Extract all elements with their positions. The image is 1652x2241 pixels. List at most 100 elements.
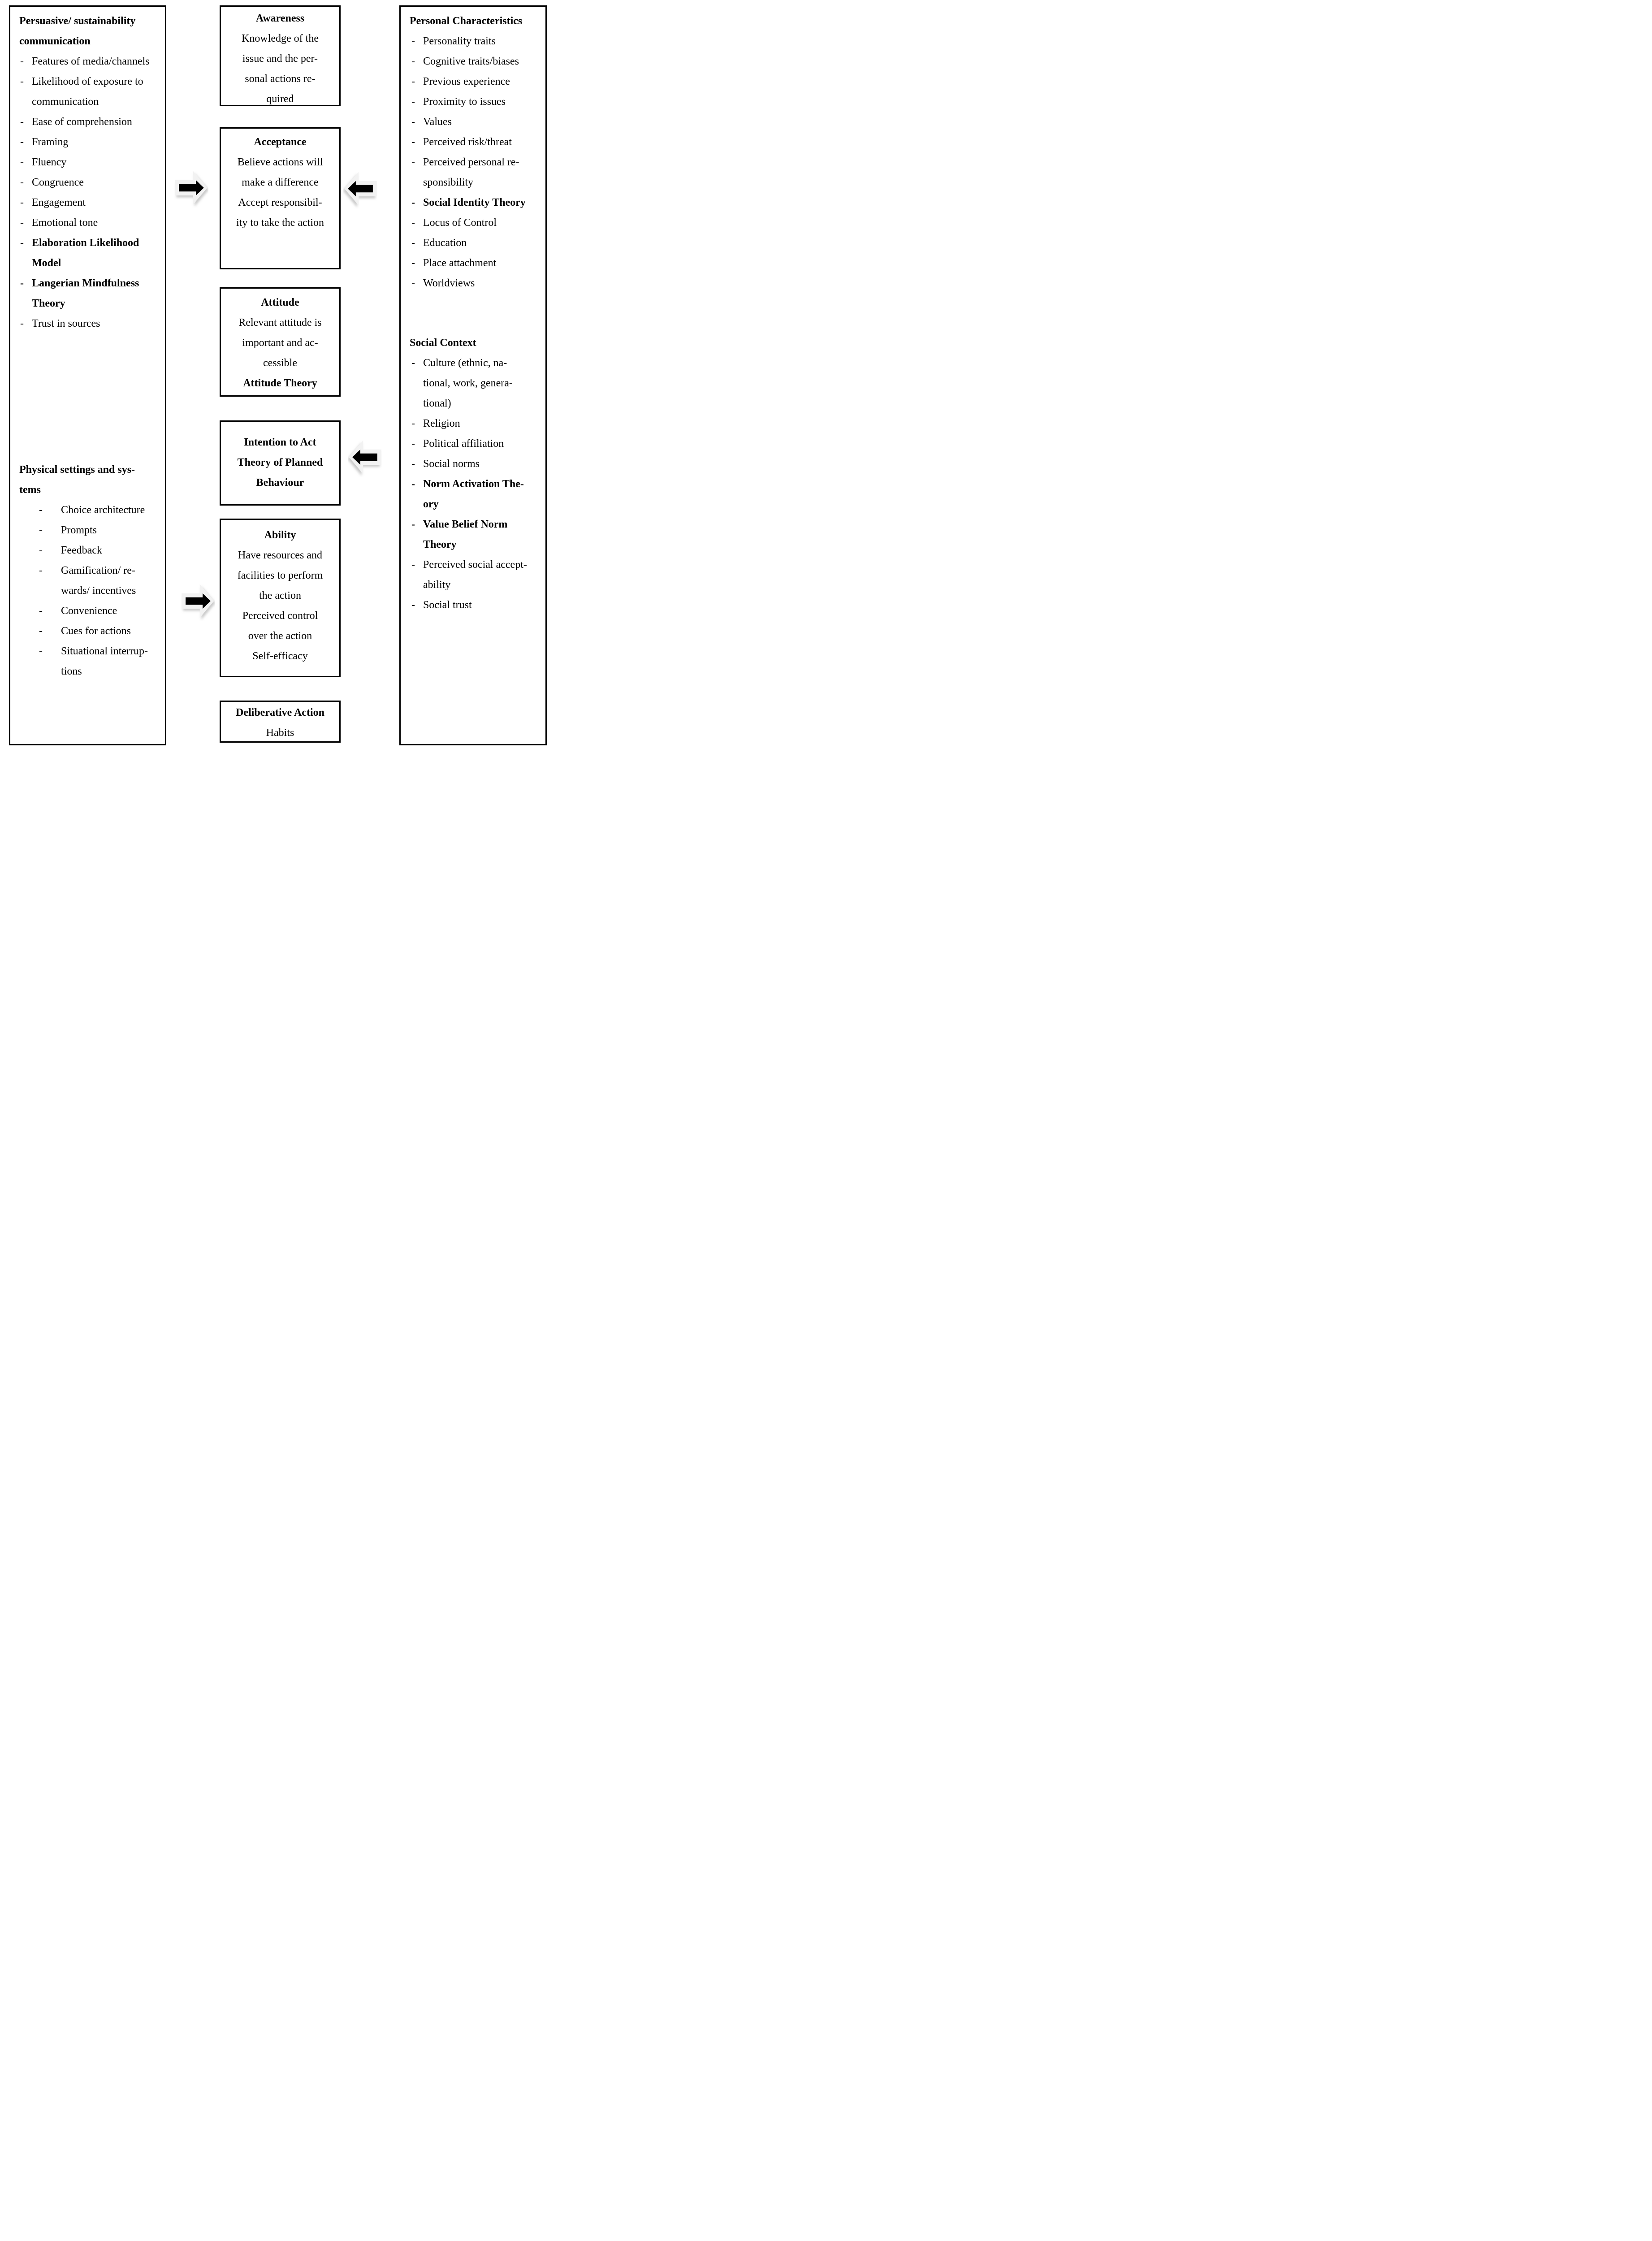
list-item-line: -Feedback [10,541,165,561]
arrow-right-to-acceptance-icon [343,169,377,209]
bullet-dash: - [411,599,415,611]
list-item-line: -Perceived risk/threat [401,132,545,152]
label: Personal Characteristics [410,15,523,27]
label: Perceived risk/threat [423,136,512,148]
stage-body: Have resources and facilities to perform t… [221,545,339,666]
stage-box-deliberative-action: Deliberative Action Habits [220,701,341,743]
list-item-line: -Emotional tone [10,213,165,233]
label: cessible [263,357,297,369]
label: tional, work, genera- [423,377,513,389]
label: Physical settings and sys- [19,464,135,476]
bullet-dash: - [20,156,24,168]
bullet-dash: - [20,76,24,87]
label: Proximity to issues [423,96,506,108]
section-header-line: Social Context [401,333,545,353]
label: Personality traits [423,35,496,47]
label: Model [32,257,61,269]
bullet-dash: - [411,418,415,429]
label: Values [423,116,452,128]
list-item-line: -Ease of comprehension [10,112,165,132]
label: Place attachment [423,257,497,269]
stage-body-line: Self-efficacy [221,646,339,666]
bullet-dash: - [39,504,43,516]
bullet-dash: - [411,478,415,490]
arrow-left-to-ability-icon [181,581,215,621]
label: Prompts [61,524,97,536]
label: Social trust [423,599,472,611]
label: Langerian Mindfulness [32,277,139,289]
list-item-line: -Social trust [401,595,545,615]
bullet-dash: - [39,605,43,617]
label: quired [266,93,294,105]
bullet-dash: - [20,136,24,148]
label: Have resources and [238,549,322,561]
stage-body-line: Theory of Planned [221,453,339,473]
bullet-dash: - [411,559,415,571]
label: Self-efficacy [252,650,308,662]
label: Situational interrup- [61,645,148,657]
stage-body-line: Relevant attitude is [221,313,339,333]
stage-body-line: ity to take the action [221,213,339,233]
bullet-dash: - [20,56,24,67]
stage-body-line: Have resources and [221,545,339,566]
label: the action [259,590,301,601]
bullet-dash: - [20,197,24,208]
stage-body-line: cessible [221,353,339,373]
list-item-line: -Personality traits [401,31,545,52]
stage-title: Deliberative Action [236,707,324,718]
label: Political affiliation [423,438,504,450]
section-header-line: Physical settings and sys- [10,460,165,480]
bullet-dash: - [411,35,415,47]
label: Previous experience [423,76,510,87]
list-item-line: -Value Belief Norm [401,515,545,535]
label: ity to take the action [236,217,324,229]
label: Framing [32,136,69,148]
stage-body-line: Knowledge of the [221,29,339,49]
list-item-line: wards/ incentives [10,581,165,601]
label: Social norms [423,458,480,470]
list-item-line: -Likelihood of exposure to [10,72,165,92]
social-context-section: Social Context-Culture (ethnic, na-tiona… [401,333,545,615]
stage-body-line: Habits [221,723,339,743]
list-item-line: - Convenience [10,601,165,621]
section-header-line: Persuasive/ sustainability [10,11,165,31]
label: Cues for actions [61,625,131,637]
list-item-line: -Gamification/ re- [10,561,165,581]
label: Ease of comprehension [32,116,132,128]
bullet-dash: - [39,524,43,536]
label: Theory [423,539,457,550]
stage-body-line: over the action [221,626,339,646]
label: facilities to perform [237,570,323,581]
bullet-dash: - [411,458,415,470]
label: Social Identity Theory [423,197,526,208]
list-item-line: -Religion [401,414,545,434]
bullet-dash: - [20,318,24,329]
bullet-dash: - [411,156,415,168]
label: Cognitive traits/biases [423,56,519,67]
stage-title: Acceptance [254,136,307,148]
label: Social Context [410,337,476,349]
label: sonal actions re- [245,73,316,85]
bullet-dash: - [20,237,24,249]
stage-body-line: Accept responsibil- [221,193,339,213]
stage-body-line: the action [221,586,339,606]
list-item-line: -Situational interrup- [10,641,165,662]
label: Likelihood of exposure to [32,76,143,87]
list-item-line: -Political affiliation [401,434,545,454]
physical-settings-section: Physical settings and sys-tems-Choice ar… [10,460,165,682]
label: Trust in sources [32,318,100,329]
label: tional) [423,398,451,409]
stage-body-line: quired [221,89,339,109]
bullet-dash: - [39,545,43,556]
list-item-line: -Engagement [10,193,165,213]
label: tions [61,666,82,677]
label: Convenience [61,605,117,617]
bullet-dash: - [39,625,43,637]
list-item-line: -Locus of Control [401,213,545,233]
section-header-line: tems [10,480,165,500]
label: Perceived personal re- [423,156,519,168]
